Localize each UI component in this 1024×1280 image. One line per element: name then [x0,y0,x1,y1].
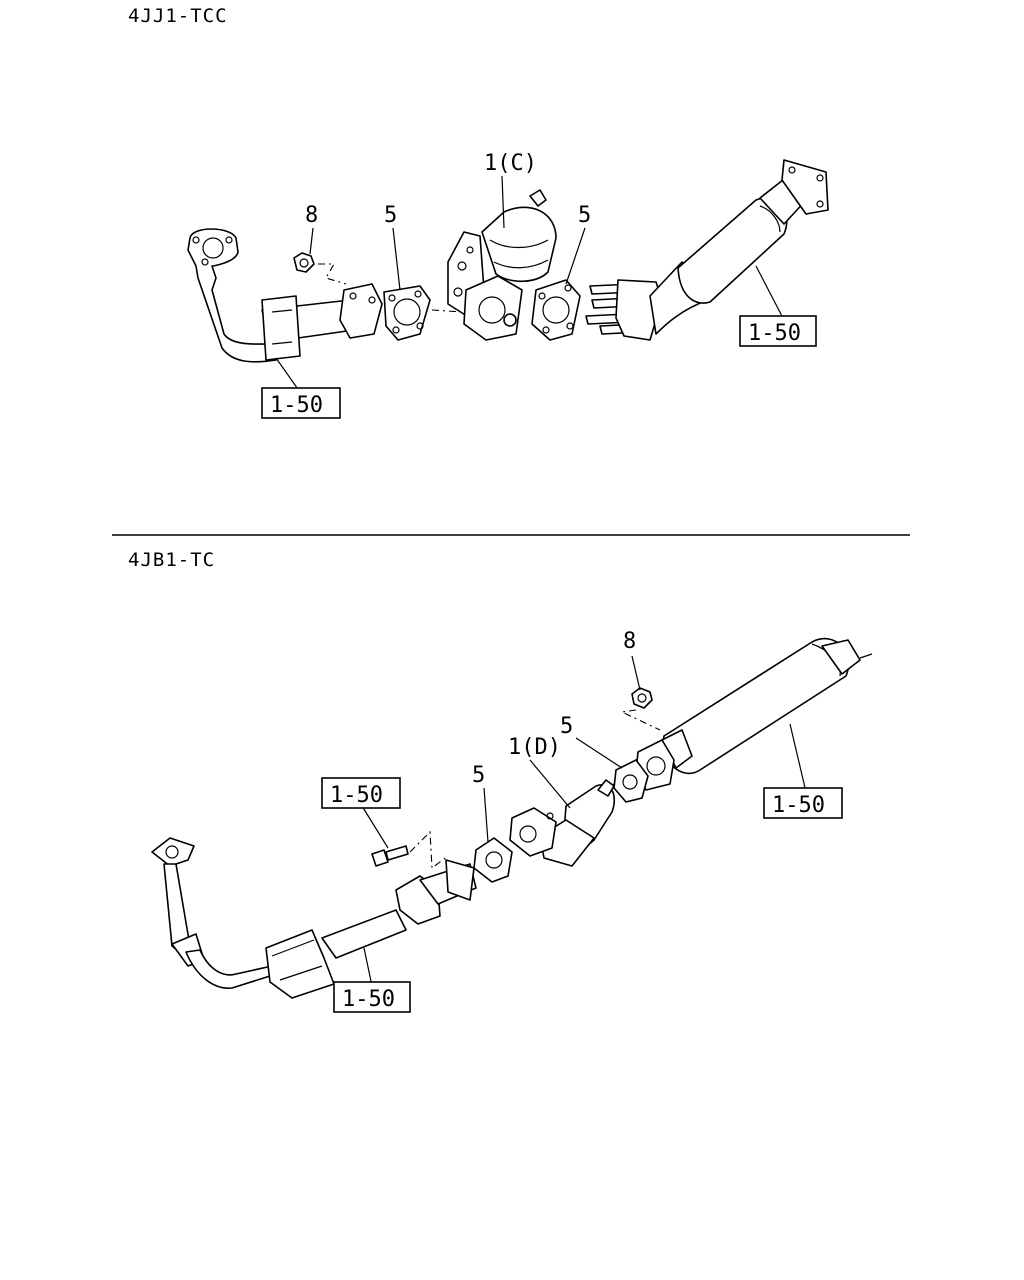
ref-box-top-rear-pipe [739,315,817,347]
section-heading-4jb1: 4JB1-TC [128,549,215,571]
callout-top-gasket-left: 5 [384,203,397,228]
callout-top-converter: 1(C) [484,151,537,176]
gasket-bottom-right [613,759,649,803]
section-heading-4jj1: 4JJ1-TCC [128,5,228,27]
rear-pipe-top [585,159,829,341]
muffler-bottom [661,637,873,775]
callout-top-gasket-right: 5 [578,203,591,228]
ref-box-bottom-bolt [321,777,401,809]
callout-bottom-nut: 8 [623,629,636,654]
nut-top [293,252,315,273]
callout-bottom-gasket-left: 5 [472,763,485,788]
ref-bottom-bolt: 1-50 [330,783,383,808]
ref-box-bottom-muffler [763,787,843,819]
ref-top-front-pipe: 1-50 [270,393,323,418]
front-pipe-bottom [151,837,477,999]
callout-top-nut: 8 [305,203,318,228]
nut-bottom [631,687,653,709]
front-pipe-top [187,228,383,363]
ref-box-top-front-pipe [261,387,341,419]
gasket-top-right [531,279,581,341]
ref-top-rear-pipe: 1-50 [748,321,801,346]
catalytic-converter-top [447,189,557,341]
leader-top-front-pipe [275,357,301,393]
gasket-bottom-left [473,837,513,883]
bolt-bottom [371,845,409,867]
ref-bottom-muffler: 1-50 [772,793,825,818]
callout-bottom-converter: 1(D) [508,735,561,760]
callout-bottom-gasket-right: 5 [560,714,573,739]
ref-bottom-front-pipe: 1-50 [342,987,395,1012]
ref-box-bottom-front-pipe [333,981,411,1013]
gasket-top-left [383,285,431,341]
catalytic-converter-bottom [509,779,616,867]
